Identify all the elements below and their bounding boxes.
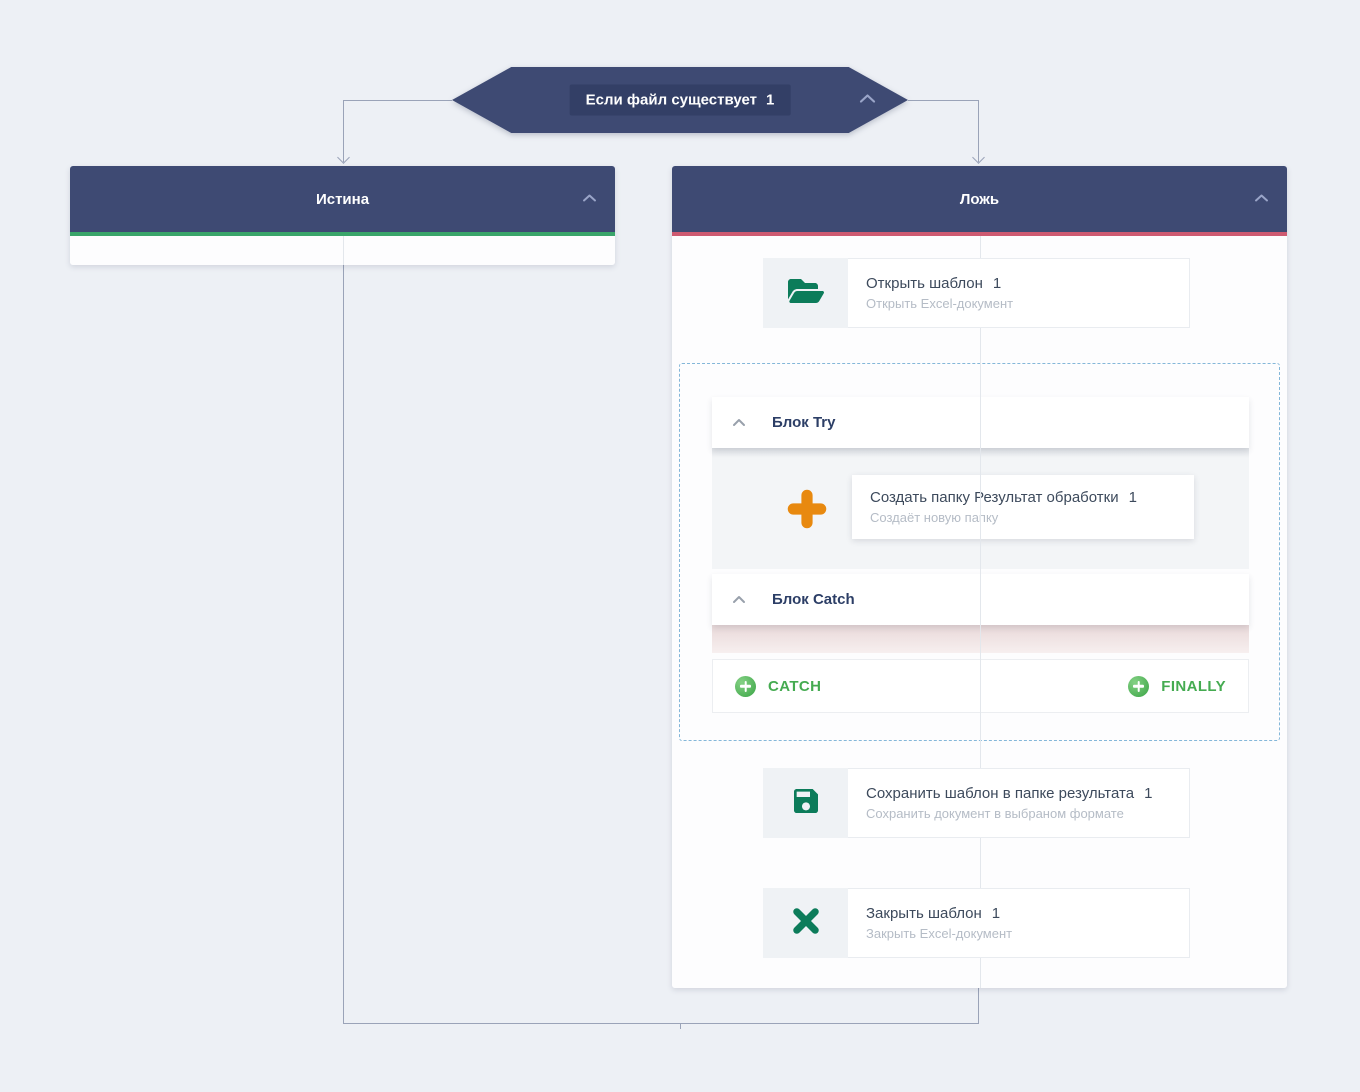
step-icon-cell [763,258,848,328]
branch-true-body [70,236,615,265]
step-icon-cell [763,888,848,958]
add-catch-button[interactable]: CATCH [735,675,822,697]
connector-node-exit [680,1023,681,1029]
finally-button-label: FINALLY [1161,677,1226,695]
chevron-up-icon[interactable] [859,91,876,109]
add-finally-button[interactable]: FINALLY [1128,675,1226,697]
chevron-up-icon[interactable] [732,591,746,609]
branch-false-guide-line [979,236,981,988]
folder-open-icon [787,275,825,312]
step-icon-cell [763,768,848,838]
step-subtitle: Закрыть Excel-документ [866,926,1013,941]
finally-half: FINALLY [981,660,1248,712]
chevron-up-icon[interactable] [582,190,597,208]
connector-true-exit [343,265,344,1023]
circle-plus-icon [735,675,756,697]
connector-false-horizontal [908,100,978,101]
branch-true-header[interactable]: Истина [70,166,615,232]
connector-true-vertical [343,100,344,162]
catch-finally-bar: CATCH FINALLY [712,659,1249,713]
step-subtitle: Сохранить документ в выбраном формате [866,806,1124,821]
branch-false-title: Ложь [959,190,1000,208]
branch-false-accent [672,232,1287,236]
branch-true-accent [70,232,615,236]
connector-false-vertical [978,100,979,162]
branch-true-panel: Истина [70,166,615,265]
try-block-header[interactable]: Блок Try [712,397,1249,448]
plus-icon [786,488,828,535]
catch-block-body [712,625,1249,653]
catch-button-label: CATCH [768,677,822,695]
connector-true-horizontal [343,100,452,101]
connector-false-exit [978,988,979,1023]
arrowhead-true-icon [337,151,350,164]
step-subtitle: Открыть Excel-документ [866,296,1014,311]
save-floppy-icon [790,785,822,822]
catch-block-title: Блок Catch [772,591,855,608]
branch-true-title: Истина [315,190,370,208]
catch-half: CATCH [713,660,981,712]
chevron-up-icon[interactable] [1254,190,1269,208]
arrowhead-false-icon [972,151,985,164]
close-x-icon [789,904,823,943]
try-block-title: Блок Try [772,414,836,431]
branch-true-guide-line [342,236,344,265]
connector-merge [343,1023,979,1024]
chevron-up-icon[interactable] [732,414,746,432]
step-subtitle: Создаёт новую папку [870,510,999,525]
circle-plus-icon [1128,675,1150,697]
branch-false-header[interactable]: Ложь [672,166,1287,232]
catch-block-header[interactable]: Блок Catch [712,574,1249,625]
